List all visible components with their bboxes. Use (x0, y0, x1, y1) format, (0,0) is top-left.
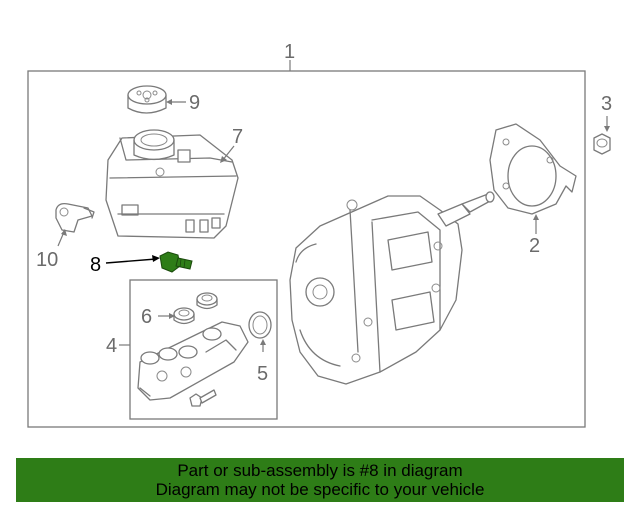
callout-7-arrowhead (220, 156, 227, 163)
callout-3: 3 (601, 93, 612, 115)
callout-8-arrowhead (152, 255, 160, 262)
grommets (173, 292, 218, 325)
info-banner: Part or sub-assembly is #8 in diagram Di… (16, 458, 624, 502)
banner-line-2: Diagram may not be specific to your vehi… (155, 480, 485, 499)
flange-nut (593, 133, 611, 155)
callout-6-arrowhead (169, 313, 175, 319)
callout-3-arrowhead (604, 126, 610, 132)
callout-2: 2 (529, 235, 540, 257)
callout-2-arrowhead (533, 214, 539, 220)
mounting-bolt (189, 389, 217, 407)
callout-9: 9 (189, 92, 200, 114)
callout-6: 6 (141, 306, 152, 328)
callout-4: 4 (106, 335, 117, 357)
push-rod (437, 191, 495, 227)
reservoir-cap (127, 85, 167, 114)
assembly-frame (27, 70, 586, 428)
master-cylinder (137, 321, 249, 401)
callout-9-arrowhead (166, 99, 172, 105)
callout-5-arrowhead (260, 339, 266, 345)
banner-line-1: Part or sub-assembly is #8 in diagram (177, 461, 463, 480)
callout-10: 10 (36, 249, 58, 271)
callout-1: 1 (284, 41, 295, 63)
callout-7: 7 (232, 126, 243, 148)
highlighted-bolt-part-8 (159, 251, 193, 273)
callout-10-arrowhead (61, 229, 67, 236)
fluid-reservoir (105, 129, 239, 239)
callout-5: 5 (257, 363, 268, 385)
o-ring-seal (248, 311, 272, 339)
hose-fitting (55, 202, 95, 233)
gasket-plate (489, 123, 577, 215)
callout-8-leader (105, 258, 157, 264)
subassembly-frame (129, 279, 278, 420)
brake-booster (289, 195, 463, 385)
callout-8: 8 (90, 254, 101, 276)
